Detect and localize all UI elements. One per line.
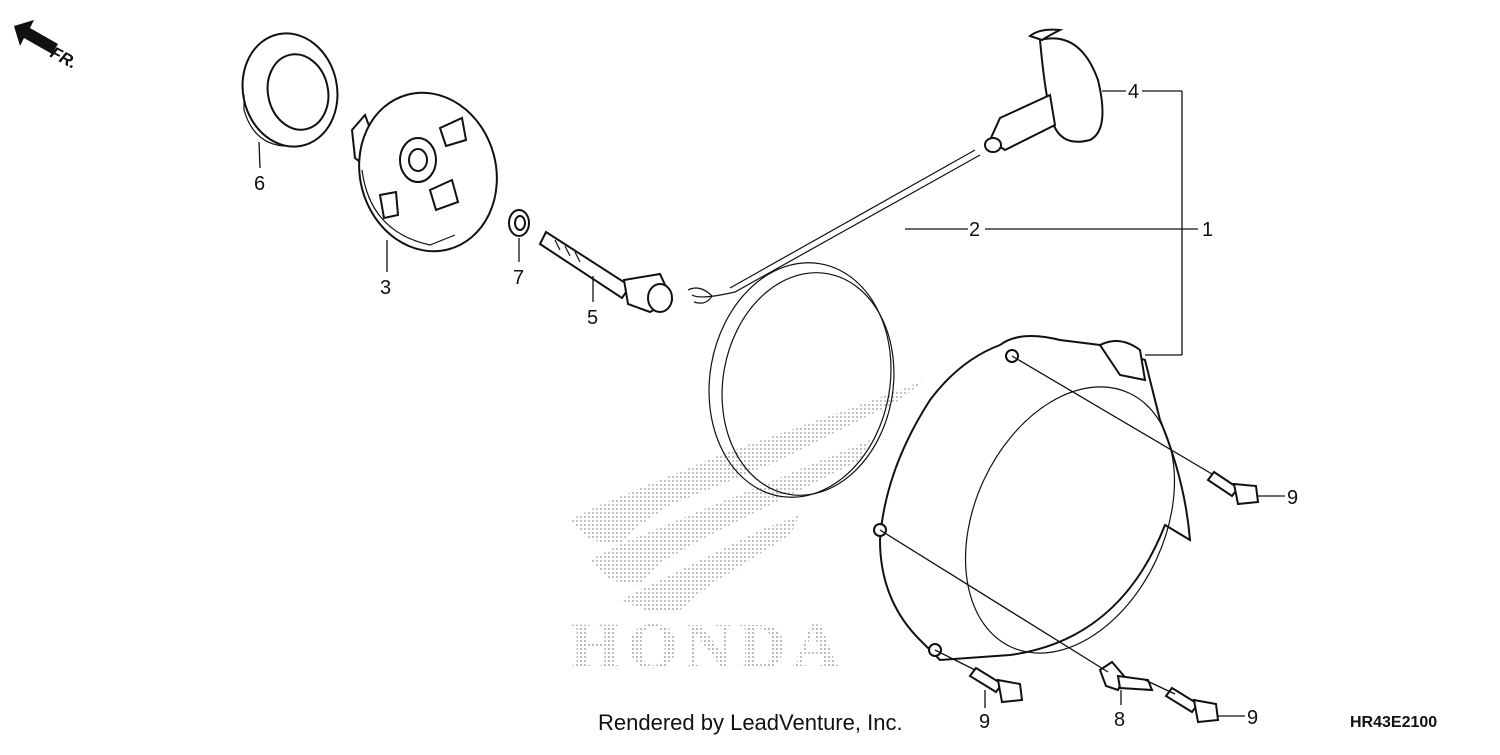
housing-bolt-right [1206,470,1260,506]
callout-9-lower-right: 9 [1247,707,1258,729]
starter-pulley [350,91,498,253]
diagram-code: HR43E2100 [1350,714,1438,731]
callout-9-left: 9 [979,711,990,733]
callout-3: 3 [380,277,391,299]
honda-watermark-text: HONDA [570,610,846,683]
recoil-rope [687,149,981,498]
callout-2: 2 [969,219,980,241]
flange-bolt [538,230,674,314]
callout-5: 5 [587,307,598,329]
housing-bolt-left [968,666,1024,704]
cable-clip [1098,660,1154,692]
recoil-starter-housing [873,335,1192,662]
starter-grip [984,28,1104,153]
oil-seal [241,32,339,148]
callout-4: 4 [1128,81,1139,103]
washer [508,209,530,237]
callout-1: 1 [1202,219,1213,241]
callout-8: 8 [1114,709,1125,731]
render-credit: Rendered by LeadVenture, Inc. [598,710,903,735]
honda-wing-logo [570,380,925,612]
front-arrow-icon [14,20,58,54]
callout-7: 7 [513,267,524,289]
callout-6: 6 [254,173,265,195]
callout-9-right: 9 [1287,487,1298,509]
